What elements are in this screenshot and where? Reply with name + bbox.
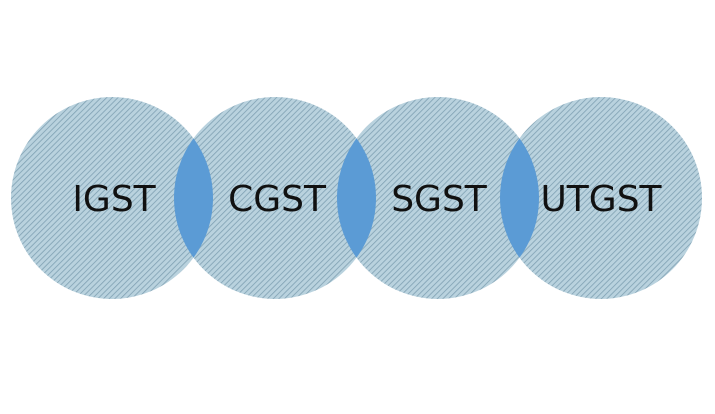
utgst-circle bbox=[500, 97, 702, 299]
cgst-circle bbox=[174, 97, 376, 299]
igst-circle bbox=[11, 97, 213, 299]
utgst-label: UTGST bbox=[540, 179, 662, 220]
igst-label: IGST bbox=[72, 179, 156, 220]
cgst-label: CGST bbox=[228, 179, 327, 220]
sgst-circle bbox=[337, 97, 539, 299]
sgst-label: SGST bbox=[391, 179, 488, 220]
